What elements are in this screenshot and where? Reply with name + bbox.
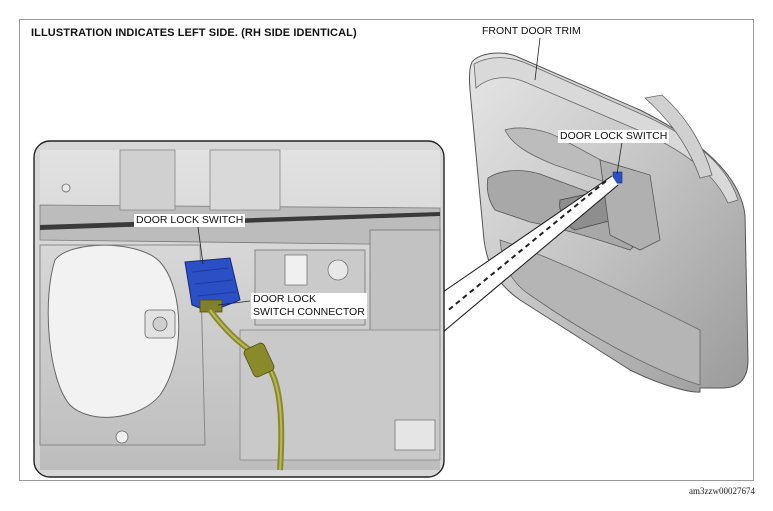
label-switch-connector-line1: DOOR LOCK bbox=[253, 293, 317, 305]
leader-front-door-trim bbox=[534, 37, 541, 81]
leader-door-lock-switch-right bbox=[616, 141, 623, 175]
detail-view-border bbox=[33, 140, 445, 478]
label-switch-connector: DOOR LOCK SWITCH CONNECTOR bbox=[251, 293, 367, 319]
label-door-lock-switch-right: DOOR LOCK SWITCH bbox=[558, 130, 670, 143]
label-door-lock-switch-detail: DOOR LOCK SWITCH bbox=[134, 214, 246, 227]
image-code: am3zzw00027674 bbox=[689, 486, 755, 496]
detail-view bbox=[34, 141, 444, 477]
front-door-trim-drawing bbox=[468, 52, 749, 393]
label-front-door-trim: FRONT DOOR TRIM bbox=[482, 25, 581, 37]
figure-title: ILLUSTRATION INDICATES LEFT SIDE. (RH SI… bbox=[31, 27, 357, 39]
leader-door-lock-switch-detail bbox=[197, 226, 204, 265]
zoom-cone bbox=[442, 175, 619, 333]
label-switch-connector-line2: SWITCH CONNECTOR bbox=[253, 306, 365, 318]
leader-switch-connector bbox=[217, 300, 251, 306]
